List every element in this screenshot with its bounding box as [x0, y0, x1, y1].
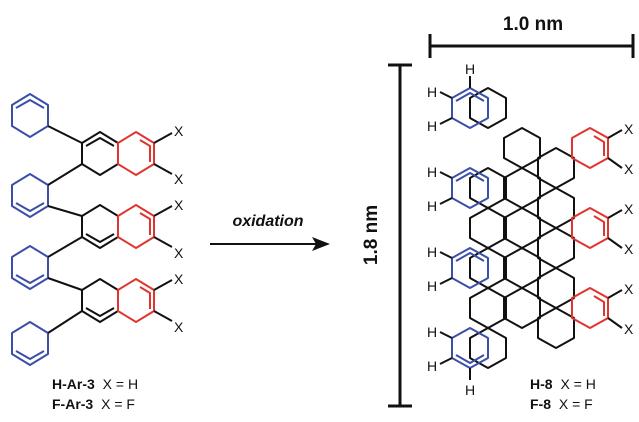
compound-name: H-8: [530, 376, 553, 392]
x-bonds: [153, 132, 173, 322]
product-label-2: F-8 X = F: [530, 396, 593, 412]
product-x-bonds: [607, 129, 623, 329]
reaction-arrow: [210, 237, 330, 251]
compound-condition: X = H: [560, 376, 595, 392]
hydrogen-label: H: [465, 382, 475, 398]
precursor-structure: [11, 93, 173, 366]
substituent-x-label: X: [624, 241, 634, 257]
blue-phenyl-rings: [11, 93, 49, 366]
product-h-bonds: [439, 76, 471, 380]
product-core-rings: [469, 87, 575, 369]
substituent-x-label: X: [174, 197, 184, 213]
hydrogen-label: H: [427, 278, 437, 294]
height-label: 1.8 nm: [361, 205, 382, 265]
height-scale-bar: [388, 63, 412, 408]
hydrogen-label: H: [427, 198, 437, 214]
substituent-x-label: X: [174, 123, 184, 139]
width-scale-bar: [428, 34, 635, 58]
precursor-label-2: F-Ar-3 X = F: [52, 396, 135, 412]
hydrogen-label: H: [427, 84, 437, 100]
product-red-rings: [571, 127, 609, 329]
hydrogen-label: H: [427, 164, 437, 180]
substituent-x-label: X: [624, 161, 634, 177]
substituent-x-label: X: [624, 201, 634, 217]
compound-name: F-Ar-3: [52, 396, 93, 412]
width-label: 1.0 nm: [503, 14, 563, 35]
substituent-x-label: X: [624, 121, 634, 137]
substituent-x-label: X: [174, 171, 184, 187]
hydrogen-label: H: [427, 244, 437, 260]
substituent-x-label: X: [174, 245, 184, 261]
product-label-1: H-8 X = H: [530, 376, 596, 392]
product-structure: [439, 76, 623, 380]
black-core-rings: [47, 125, 119, 334]
compound-condition: X = F: [101, 396, 135, 412]
hydrogen-label: H: [427, 118, 437, 134]
compound-name: F-8: [530, 396, 551, 412]
compound-condition: X = H: [103, 376, 138, 392]
substituent-x-label: X: [174, 271, 184, 287]
hydrogen-label: H: [427, 324, 437, 340]
precursor-label-1: H-Ar-3 X = H: [52, 376, 138, 392]
red-naphthyl-rings: [117, 131, 155, 323]
compound-name: H-Ar-3: [52, 376, 95, 392]
substituent-x-label: X: [624, 321, 634, 337]
hydrogen-label: H: [427, 358, 437, 374]
substituent-x-label: X: [624, 281, 634, 297]
substituent-x-label: X: [174, 319, 184, 335]
compound-condition: X = F: [559, 396, 593, 412]
arrow-label: oxidation: [232, 213, 303, 230]
hydrogen-label: H: [465, 61, 475, 77]
